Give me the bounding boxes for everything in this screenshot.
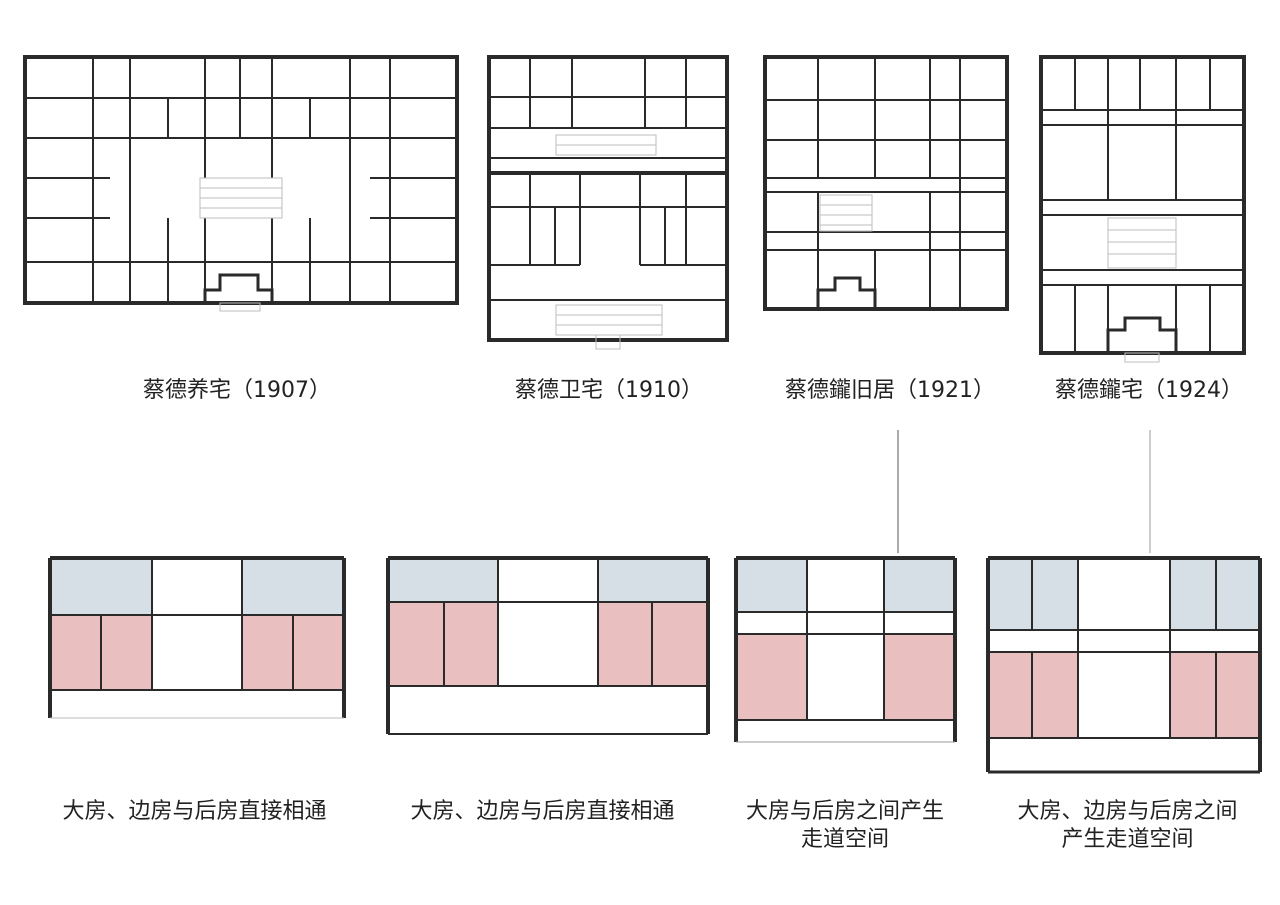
- diagram-2: [386, 556, 710, 735]
- plan-1907: [23, 55, 459, 312]
- side-room-block: [50, 560, 152, 615]
- side-room-block: [884, 560, 953, 612]
- main-room-block: [884, 634, 953, 720]
- diagram-caption-3: 大房与后房之间产生 走道空间: [725, 798, 965, 854]
- diagram-caption-4: 大房、边房与后房之间 产生走道空间: [995, 798, 1260, 854]
- diagram-caption-line: 大房与后房之间产生: [745, 799, 944, 824]
- diagram-caption-line: 大房、边房与后房直接相通: [410, 799, 675, 824]
- side-room-block: [242, 560, 344, 615]
- diagram-caption-line: 走道空间: [800, 827, 889, 852]
- caption-1921: 蔡德鑨旧居（1921）: [785, 378, 995, 403]
- caption-1924: 蔡德鑨宅（1924）: [1055, 378, 1243, 403]
- diagram-caption-line: 大房、边房与后房之间: [1017, 799, 1238, 824]
- plan-1910: [487, 55, 729, 350]
- side-room-block: [390, 560, 498, 602]
- caption-1910: 蔡德卫宅（1910）: [515, 378, 703, 403]
- plan-1921: [763, 55, 1009, 311]
- side-room-block: [1170, 560, 1258, 630]
- side-room-block: [598, 560, 706, 602]
- diagram-caption-2: 大房、边房与后房直接相通: [390, 798, 695, 826]
- diagram-caption-1: 大房、边房与后房直接相通: [42, 798, 347, 826]
- main-room-block: [738, 634, 807, 720]
- main-room-block: [990, 652, 1078, 738]
- diagram-1: [48, 556, 346, 719]
- diagram-3: [734, 556, 957, 743]
- diagram-caption-line: 大房、边房与后房直接相通: [62, 799, 327, 824]
- diagram-caption-line: 产生走道空间: [1061, 827, 1194, 852]
- side-room-block: [738, 560, 807, 612]
- caption-1907: 蔡德养宅（1907）: [143, 378, 331, 403]
- side-room-block: [990, 560, 1078, 630]
- diagram-4: [986, 556, 1262, 774]
- plan-1924: [1039, 55, 1246, 363]
- main-room-block: [1170, 652, 1258, 738]
